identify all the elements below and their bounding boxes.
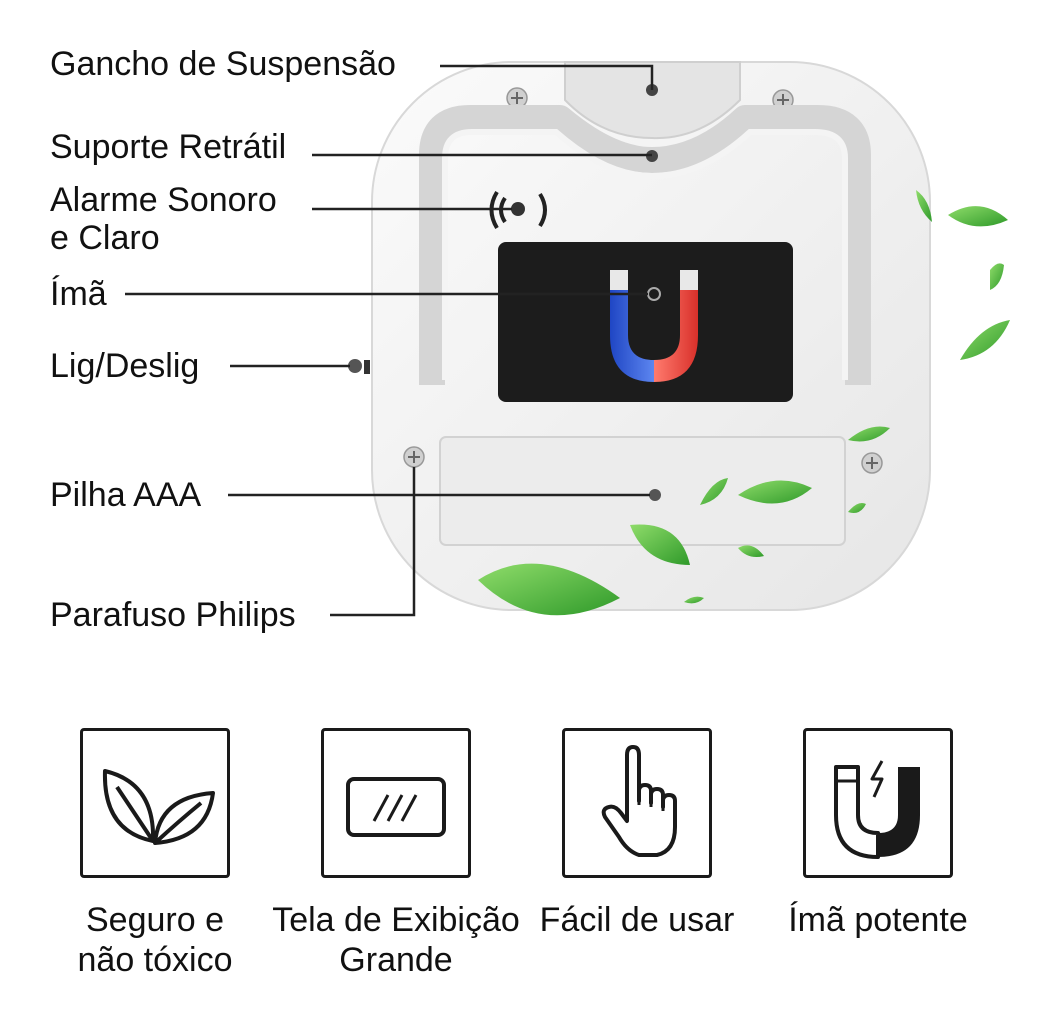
callout-hook: Gancho de Suspensão [50,45,396,83]
callout-alarm-line2: e Claro [50,219,160,257]
magnet-icon [834,760,920,859]
callout-power: Lig/Deslig [50,347,200,385]
callout-alarm-line1: Alarme Sonoro [50,181,277,219]
screw-left [403,446,425,468]
magnet-graphic [610,270,698,382]
feature-magnet [803,728,953,878]
callout-battery: Pilha AAA [50,476,202,514]
magnet-panel [498,242,793,402]
callout-stand: Suporte Retrátil [50,128,287,166]
power-switch [348,359,370,374]
feature-row: Seguro e não tóxico Tela de Exibição Gra… [0,720,1059,1020]
feature-screen [321,728,471,878]
hand-pointer-icon [601,745,677,857]
hanging-hook [564,61,741,140]
screen-icon [346,777,446,837]
feature-magnet-caption: Ímã potente [788,901,968,939]
feature-screen-caption: Tela de Exibição Grande [272,901,520,979]
callout-magnet: Ímã [50,275,107,313]
decorative-leaves [478,190,1010,616]
feature-easy [562,728,712,878]
product-diagram: Gancho de Suspensão Suporte Retrátil Ala… [50,45,1010,634]
feature-safe [80,728,230,878]
screw-right [861,452,883,474]
leaves-icon [102,769,215,845]
feature-easy-caption: Fácil de usar [539,901,735,939]
timer-back-illustration [125,61,1010,617]
callout-lines [125,64,654,617]
feature-safe-caption: Seguro e não tóxico [77,901,233,979]
callout-screw: Parafuso Philips [50,596,296,634]
